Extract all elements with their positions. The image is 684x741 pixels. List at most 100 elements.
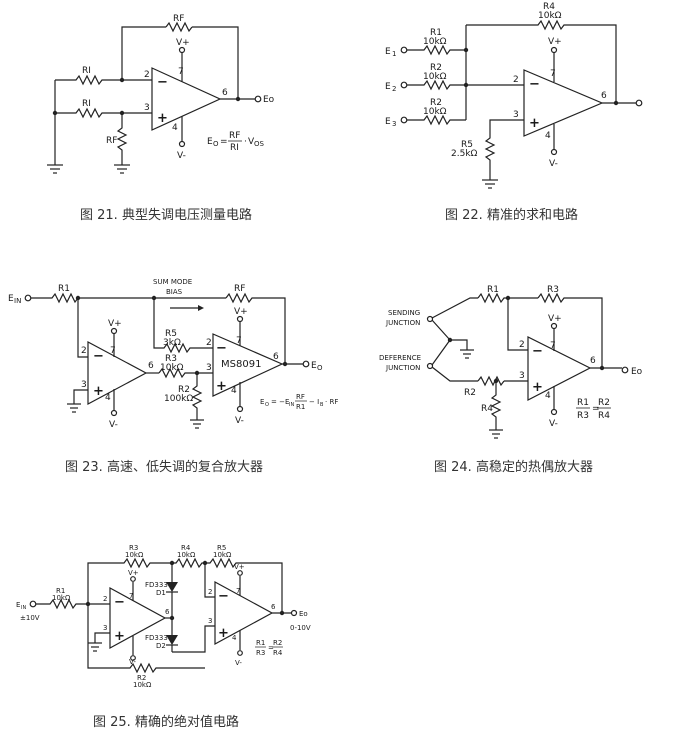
fig23-r3-resistor bbox=[158, 367, 213, 379]
fig25-r1-resistor bbox=[36, 598, 110, 610]
fig22-vplus-terminal bbox=[550, 46, 558, 54]
fig23-a2-minus: − bbox=[216, 341, 227, 356]
fig23-chip-label: MS8091 bbox=[221, 359, 261, 370]
fig23-a1-pin3: 3 bbox=[81, 380, 87, 390]
fig25-r4-label: R4 bbox=[181, 544, 191, 552]
fig24-r4-label: R4 bbox=[481, 404, 493, 414]
fig21-ri2-label: RI bbox=[82, 99, 91, 109]
svg-text:R1: R1 bbox=[256, 639, 265, 647]
svg-text:R3: R3 bbox=[256, 649, 265, 657]
fig23-r1-resistor bbox=[31, 292, 80, 304]
fig23-sum-mode-label: SUM MODE bbox=[153, 278, 192, 286]
fig23-ein-terminal bbox=[24, 294, 32, 302]
fig23-r1-label: R1 bbox=[58, 284, 70, 294]
fig25-r2-value: 10kΩ bbox=[133, 681, 152, 689]
fig22-pin6: 6 bbox=[601, 91, 607, 101]
fig25-a2-vplus-terminal bbox=[237, 570, 243, 576]
fig25-a2-minus: − bbox=[218, 589, 229, 604]
fig22-pin4: 4 bbox=[545, 131, 551, 141]
fig23-a1-pin6: 6 bbox=[148, 361, 154, 371]
fig23-r2-resistor bbox=[191, 373, 203, 420]
fig24-pin3: 3 bbox=[519, 371, 525, 381]
fig24-equation: R1 R3 = R2 R4 bbox=[576, 398, 611, 421]
fig21-vminus-label: V- bbox=[177, 151, 186, 161]
fig22-minus-sign: − bbox=[529, 77, 540, 92]
svg-text:R2: R2 bbox=[598, 398, 610, 408]
fig24-r3-resistor bbox=[537, 292, 603, 368]
fig25-r2-resistor bbox=[87, 604, 205, 674]
fig25-ein-range: ±10V bbox=[20, 614, 40, 622]
fig25-absolute-value-circuit: E IN ±10V R1 10kΩ R3 10kΩ R4 10kΩ R5 10k… bbox=[16, 544, 311, 689]
fig22-r4-feedback-resistor bbox=[466, 19, 617, 103]
fig23-a1-minus: − bbox=[93, 349, 104, 364]
fig22-r5-label: R5 bbox=[461, 140, 473, 150]
fig25-a1-vplus-terminal bbox=[130, 576, 136, 582]
fig23-a1-vplus-terminal bbox=[110, 327, 118, 335]
fig23-a1-vminus-label: V- bbox=[109, 420, 118, 430]
fig22-r1-label: R1 bbox=[430, 28, 442, 38]
fig22-summing-circuit: − + V+ 7 V- 4 2 3 R4 10kΩ 6 E 1 R1 10kΩ bbox=[385, 2, 643, 189]
svg-text:·: · bbox=[244, 137, 247, 147]
fig23-a2-vminus-terminal bbox=[236, 405, 244, 413]
fig23-a1-vplus-label: V+ bbox=[108, 319, 122, 329]
fig25-r3-label: R3 bbox=[129, 544, 138, 552]
svg-text:E: E bbox=[207, 137, 213, 147]
fig21-plus-sign: + bbox=[157, 111, 168, 126]
fig25-ein-terminal bbox=[29, 600, 37, 608]
fig21-typical-offset-circuit: − + V+ 7 V- 4 2 3 RF Eo 6 RI RI bbox=[47, 14, 275, 174]
fig25-opamp-1 bbox=[109, 586, 167, 650]
svg-text:=: = bbox=[592, 404, 600, 414]
fig25-equation: R1 R3 = R2 R4 bbox=[255, 639, 283, 657]
fig21-equation: E O = RF RI · V OS bbox=[207, 131, 265, 153]
fig24-plus-sign: + bbox=[532, 380, 543, 395]
fig22-pin7: 7 bbox=[550, 69, 556, 79]
fig23-a2-vplus-terminal bbox=[236, 315, 244, 323]
fig24-pin4: 4 bbox=[545, 391, 551, 401]
fig22-r2-resistor bbox=[407, 79, 466, 91]
fig25-r1-label: R1 bbox=[56, 587, 65, 595]
fig21-ground-right bbox=[114, 164, 130, 174]
fig23-a1-vminus-terminal bbox=[110, 409, 118, 417]
fig23-a2-pin3: 3 bbox=[206, 363, 212, 373]
fig22-opamp bbox=[523, 69, 604, 137]
fig23-r3-label: R3 bbox=[165, 354, 177, 364]
fig24-vminus-label: V- bbox=[549, 419, 558, 429]
fig21-pin3: 3 bbox=[144, 103, 150, 113]
fig21-rf-feedback-resistor bbox=[165, 21, 193, 33]
fig22-plus-sign: + bbox=[529, 116, 540, 131]
fig21-output-terminal bbox=[254, 95, 262, 103]
fig23-composite-amplifier: E IN R1 RF SUM MODE BIAS − + 2 3 V+ 7 bbox=[8, 278, 338, 430]
fig25-output-range: 0-10V bbox=[290, 624, 311, 632]
fig23-output-label: E bbox=[311, 361, 317, 371]
fig25-r5-resistor bbox=[205, 557, 283, 613]
fig22-e1-label: E bbox=[385, 47, 391, 57]
fig24-pin7: 7 bbox=[550, 341, 556, 351]
fig25-r3-resistor bbox=[87, 557, 172, 604]
svg-text:R1: R1 bbox=[296, 403, 305, 411]
fig24-output-terminal bbox=[621, 366, 629, 374]
fig23-a1-pin4: 4 bbox=[105, 393, 111, 403]
fig24-ground-r4 bbox=[489, 429, 503, 439]
fig22-r1-value: 10kΩ bbox=[423, 37, 447, 47]
fig21-ri-resistor-2 bbox=[55, 107, 122, 119]
fig25-a1-pin7: 7 bbox=[129, 592, 133, 600]
svg-text:=: = bbox=[220, 137, 228, 147]
fig25-a2-vplus-label: V+ bbox=[234, 563, 245, 571]
fig24-junction2-label: JUNCTION bbox=[385, 364, 420, 372]
fig21-vplus-terminal bbox=[178, 46, 186, 54]
fig23-ground-a1 bbox=[67, 403, 81, 413]
fig23-a2-pin7: 7 bbox=[236, 336, 242, 346]
fig24-opamp bbox=[527, 336, 592, 401]
fig25-output-label: Eo bbox=[299, 610, 308, 618]
fig24-r4-resistor bbox=[490, 381, 502, 430]
fig25-a1-plus: + bbox=[114, 629, 125, 644]
svg-text:=: = bbox=[268, 644, 274, 652]
fig22-r3-value: 10kΩ bbox=[423, 107, 447, 117]
fig24-output-label: Eo bbox=[631, 367, 643, 377]
svg-text:IN: IN bbox=[14, 297, 21, 305]
fig23-arrow-icon bbox=[198, 305, 204, 311]
fig23-r2-value: 100kΩ bbox=[164, 394, 193, 404]
fig25-a1-pin6: 6 bbox=[165, 608, 170, 616]
svg-text:RI: RI bbox=[230, 143, 239, 153]
